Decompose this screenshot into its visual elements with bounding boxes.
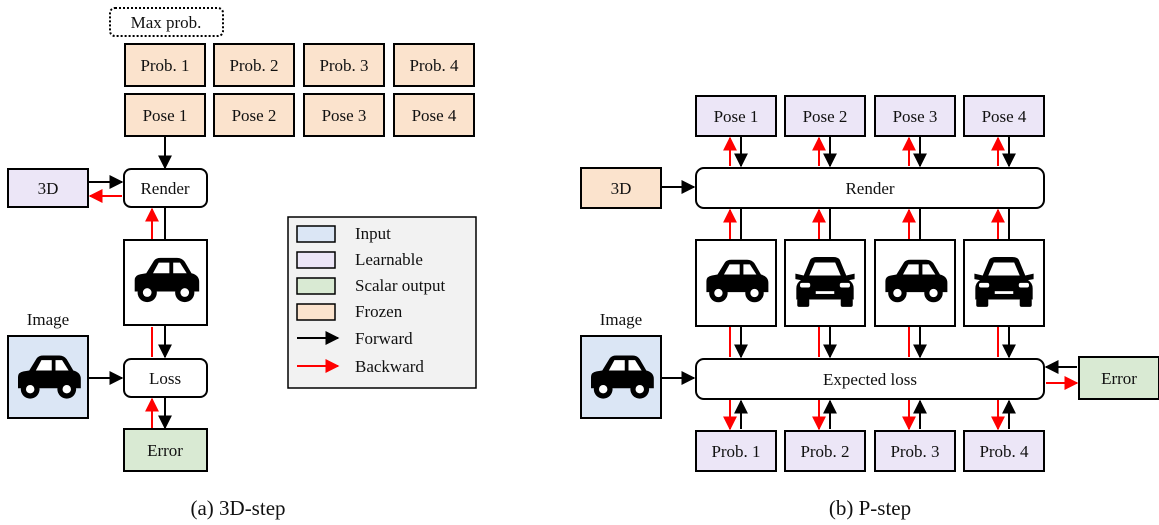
svg-text:Max prob.: Max prob. <box>131 13 202 32</box>
a-prob-4: Prob. 4 <box>393 43 475 87</box>
a-prob-1: Prob. 1 <box>124 43 206 87</box>
caption-a: (a) 3D-step <box>190 496 285 520</box>
b-arrows <box>662 136 1079 431</box>
svg-text:Pose 1: Pose 1 <box>714 107 759 126</box>
b-prob-4: Prob. 4 <box>963 430 1045 472</box>
b-prob-1: Prob. 1 <box>695 430 777 472</box>
b-expected-loss: Expected loss <box>695 358 1045 400</box>
legend-item-learnable: Learnable <box>296 250 423 269</box>
svg-text:Frozen: Frozen <box>355 302 403 321</box>
b-input-image <box>580 335 662 419</box>
svg-text:Input: Input <box>355 224 391 243</box>
a-pose-2: Pose 2 <box>213 93 295 137</box>
b-3d-model: 3D <box>580 167 662 209</box>
a-pose-4: Pose 4 <box>393 93 475 137</box>
a-pose-1: Pose 1 <box>124 93 206 137</box>
svg-text:Pose 1: Pose 1 <box>143 106 188 125</box>
svg-text:Prob. 3: Prob. 3 <box>319 56 368 75</box>
a-loss: Loss <box>123 358 208 398</box>
svg-text:Prob. 4: Prob. 4 <box>979 442 1029 461</box>
svg-text:Render: Render <box>140 179 189 198</box>
svg-text:Prob. 1: Prob. 1 <box>711 442 760 461</box>
legend-item-frozen: Frozen <box>296 302 403 321</box>
b-pose-1: Pose 1 <box>695 95 777 137</box>
a-prob-3: Prob. 3 <box>303 43 385 87</box>
svg-text:Prob. 4: Prob. 4 <box>409 56 459 75</box>
svg-text:Scalar output: Scalar output <box>355 276 445 295</box>
b-pose-4: Pose 4 <box>963 95 1045 137</box>
svg-text:Prob. 1: Prob. 1 <box>140 56 189 75</box>
b-error: Error <box>1078 356 1159 400</box>
svg-text:3D: 3D <box>611 179 632 198</box>
b-pose-2: Pose 2 <box>784 95 866 137</box>
svg-text:Pose 4: Pose 4 <box>412 106 457 125</box>
a-3d-model: 3D <box>7 168 89 208</box>
b-rendered-view-1 <box>695 239 777 327</box>
svg-text:Pose 3: Pose 3 <box>322 106 367 125</box>
a-prob-2: Prob. 2 <box>213 43 295 87</box>
b-prob-2: Prob. 2 <box>784 430 866 472</box>
svg-text:Backward: Backward <box>355 357 424 376</box>
panel-b: Pose 1 Pose 2 Pose 3 Pose 4 3D Render <box>580 95 1159 520</box>
b-pose-3: Pose 3 <box>874 95 956 137</box>
svg-text:Pose 2: Pose 2 <box>232 106 277 125</box>
panel-a: Max prob. Prob. 1 Prob. 2 Prob. 3 Prob. … <box>7 7 477 520</box>
caption-b: (b) P-step <box>829 496 911 520</box>
b-prob-3: Prob. 3 <box>874 430 956 472</box>
svg-text:Learnable: Learnable <box>355 250 423 269</box>
a-image-label: Image <box>27 310 69 329</box>
svg-text:Forward: Forward <box>355 329 413 348</box>
svg-text:Pose 4: Pose 4 <box>982 107 1027 126</box>
b-image-label: Image <box>600 310 642 329</box>
svg-text:Expected loss: Expected loss <box>823 370 917 389</box>
svg-text:Pose 3: Pose 3 <box>893 107 938 126</box>
legend: Input Learnable Scalar output Frozen For… <box>287 216 477 389</box>
a-input-image <box>7 335 89 419</box>
legend-item-backward: Backward <box>297 357 424 376</box>
svg-text:Prob. 3: Prob. 3 <box>890 442 939 461</box>
svg-text:Render: Render <box>845 179 894 198</box>
b-rendered-view-3 <box>874 239 956 327</box>
a-render: Render <box>123 168 208 208</box>
a-arrows <box>88 137 172 430</box>
svg-text:3D: 3D <box>38 179 59 198</box>
b-rendered-view-4 <box>963 239 1045 327</box>
svg-text:Prob. 2: Prob. 2 <box>229 56 278 75</box>
b-rendered-view-2 <box>784 239 866 327</box>
legend-item-forward: Forward <box>297 329 413 348</box>
a-error: Error <box>123 428 208 472</box>
svg-text:Loss: Loss <box>149 369 181 388</box>
b-render: Render <box>695 167 1045 209</box>
a-pose-3: Pose 3 <box>303 93 385 137</box>
max-prob-label: Max prob. <box>109 7 224 37</box>
legend-item-input: Input <box>296 224 391 243</box>
svg-text:Pose 2: Pose 2 <box>803 107 848 126</box>
svg-text:Prob. 2: Prob. 2 <box>800 442 849 461</box>
legend-item-scalar-output: Scalar output <box>296 276 445 295</box>
svg-text:Error: Error <box>147 441 183 460</box>
svg-text:Error: Error <box>1101 369 1137 388</box>
a-rendered-view <box>123 239 208 326</box>
